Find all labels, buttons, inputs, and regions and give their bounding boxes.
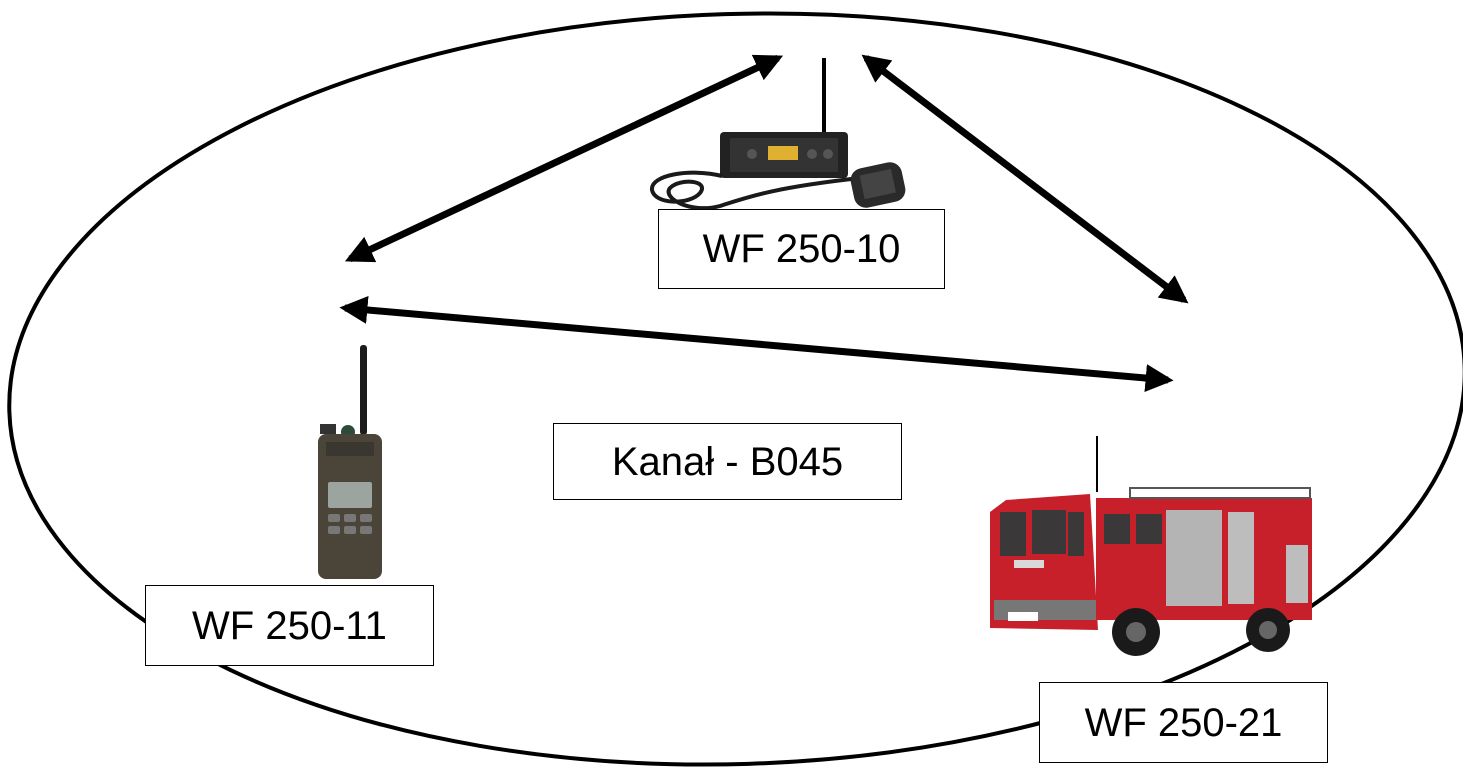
link-arrow-radio-truck <box>861 54 1189 304</box>
link-arrow-radio-handheld <box>344 54 784 263</box>
fire-truck-label: WF 250-21 <box>1039 682 1328 763</box>
mobile-radio-icon <box>650 58 906 211</box>
handheld-radio-label: WF 250-11 <box>145 585 434 666</box>
fire-truck-icon <box>990 436 1312 656</box>
handheld-radio-icon <box>318 345 382 579</box>
channel-label: Kanał - B045 <box>553 423 902 500</box>
link-arrow-handheld-truck <box>339 296 1174 392</box>
mobile-radio-label: WF 250-10 <box>658 209 945 289</box>
